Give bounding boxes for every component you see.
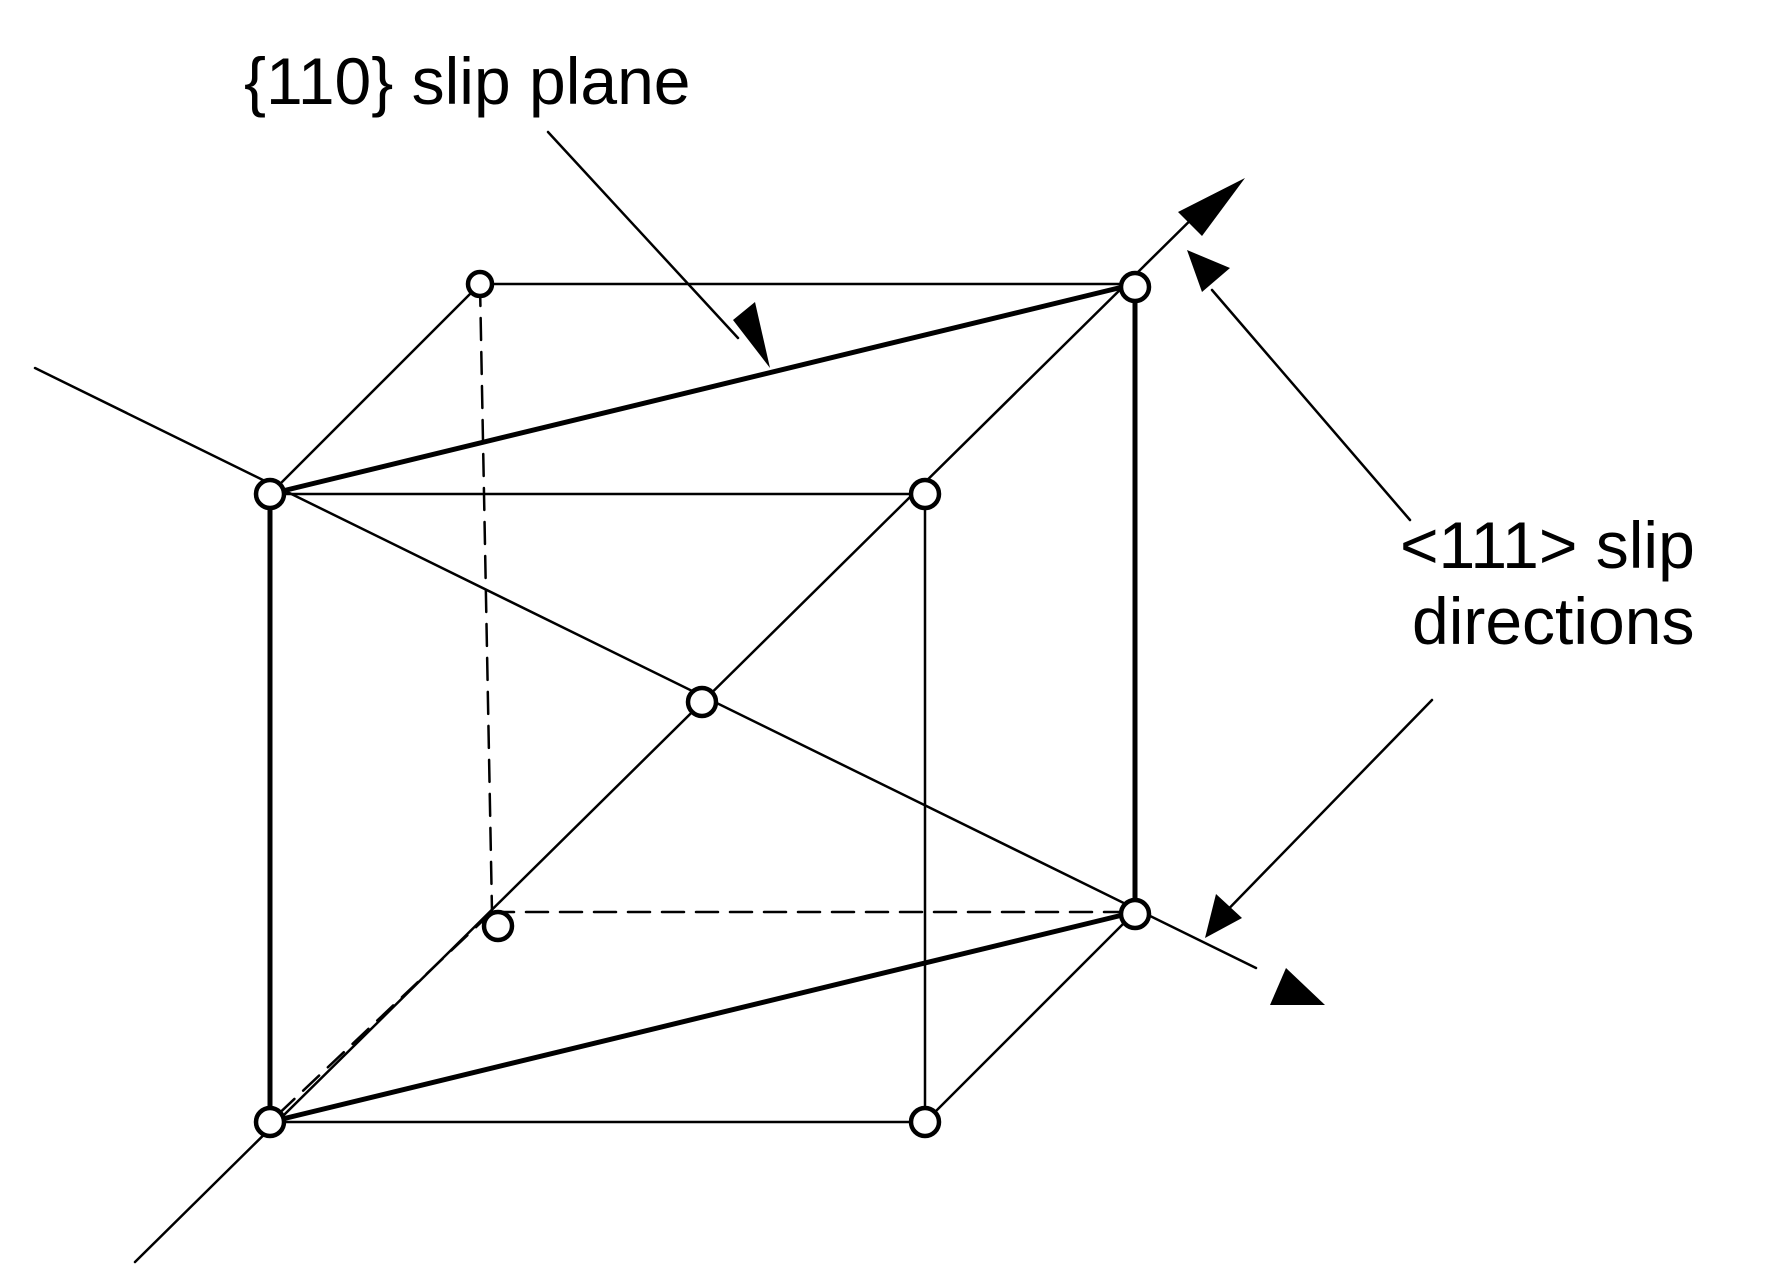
edge-back-left-vertical xyxy=(478,282,494,914)
atom-top-back-left xyxy=(465,269,495,299)
arrowhead-diagonal-1 xyxy=(1178,178,1245,236)
atom-bottom-back-right xyxy=(1118,897,1152,931)
direction-arrow-top-shaft xyxy=(1210,288,1412,522)
slip-directions-label-line1: <111> slip xyxy=(1400,508,1695,582)
arrowheads xyxy=(733,178,1325,1005)
slip-directions-label-line2: directions xyxy=(1412,583,1695,658)
slip-plane-outline xyxy=(267,281,1138,1125)
plane-edge-bottom xyxy=(267,909,1138,1125)
arrowhead-plane xyxy=(733,302,770,368)
atom-top-front-left xyxy=(253,477,287,511)
atoms xyxy=(253,269,1152,1139)
diagonal-line-1 xyxy=(133,194,1217,1264)
slip-plane-label: {110} slip plane xyxy=(244,44,691,118)
atom-bottom-front-right xyxy=(908,1105,942,1139)
atom-body-center xyxy=(685,685,719,719)
plane-edge-top xyxy=(267,281,1138,497)
diagonal-line-2 xyxy=(33,366,1258,970)
atom-bottom-back-left xyxy=(481,909,515,943)
arrowhead-diagonal-2 xyxy=(1270,968,1325,1005)
slip-direction-lines xyxy=(33,130,1434,1264)
plane-arrow-shaft xyxy=(546,130,740,340)
atom-bottom-front-left xyxy=(253,1105,287,1139)
atom-top-front-right xyxy=(908,477,942,511)
atom-top-back-right xyxy=(1118,270,1152,304)
slip-directions-label: <111> slip directions xyxy=(1400,508,1695,660)
arrowhead-direction-top xyxy=(1187,250,1230,292)
edge-top-left xyxy=(268,282,482,496)
cube-thin-edges xyxy=(268,282,1137,1124)
arrowhead-direction-bottom xyxy=(1205,894,1242,938)
direction-arrow-bottom-shaft xyxy=(1208,698,1434,930)
edge-bottom-right xyxy=(923,910,1137,1124)
